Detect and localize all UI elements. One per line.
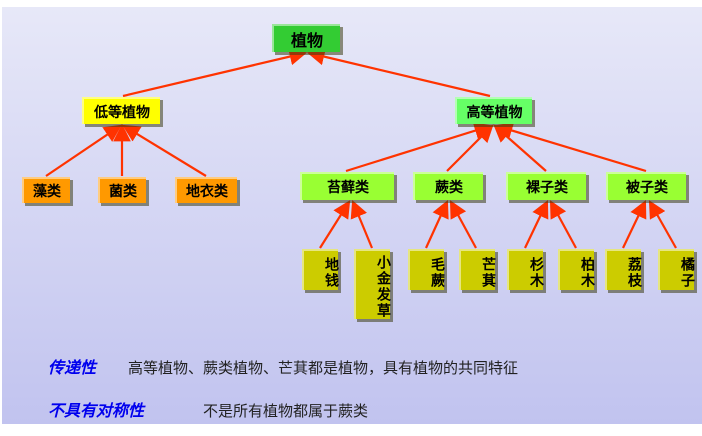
note-text: 高等植物、蕨类植物、芒萁都是植物，具有植物的共同特征 bbox=[128, 359, 519, 377]
arrow bbox=[345, 122, 493, 173]
note-text: 不是所有植物都属于蕨类 bbox=[203, 402, 369, 420]
arrow bbox=[350, 199, 374, 249]
arrow bbox=[319, 200, 351, 249]
node-plants: 植物 bbox=[272, 24, 340, 52]
leaf-dicranopteris: 芒萁 bbox=[459, 249, 496, 290]
node-higher-plants: 高等植物 bbox=[455, 97, 532, 124]
arrow bbox=[122, 47, 308, 98]
leaf-cypress: 柏木 bbox=[558, 249, 595, 290]
leaf-liverwort: 地钱 bbox=[302, 249, 339, 290]
leaf-fern: 毛蕨 bbox=[408, 249, 445, 290]
note-transitivity: 传递性 高等植物、蕨类植物、芒萁都是植物，具有植物的共同特征 bbox=[48, 354, 518, 378]
arrow bbox=[449, 200, 477, 249]
node-bryophytes: 苔藓类 bbox=[300, 172, 394, 200]
note-key: 传递性 bbox=[48, 358, 97, 377]
note-key: 不具有对称性 bbox=[48, 401, 145, 420]
node-angiosperms: 被子类 bbox=[606, 172, 686, 200]
arrow bbox=[622, 200, 647, 249]
leaf-lychee: 荔枝 bbox=[605, 249, 642, 290]
arrow bbox=[648, 200, 677, 249]
node-lower-plants: 低等植物 bbox=[82, 97, 160, 124]
node-lichens: 地衣类 bbox=[175, 177, 237, 203]
arrow bbox=[524, 200, 549, 249]
leaf-polytrichum: 小金发草 bbox=[354, 249, 391, 319]
node-gymnosperms: 裸子类 bbox=[506, 172, 586, 200]
arrow bbox=[45, 124, 122, 177]
arrow bbox=[446, 124, 494, 172]
arrow bbox=[122, 124, 207, 177]
node-fungi: 菌类 bbox=[98, 177, 146, 203]
leaf-fir: 杉木 bbox=[507, 249, 544, 290]
leaf-orange: 橘子 bbox=[658, 249, 695, 290]
node-algae: 藻类 bbox=[22, 177, 70, 203]
arrow bbox=[424, 199, 449, 249]
arrow bbox=[306, 47, 491, 98]
arrow bbox=[549, 200, 577, 249]
note-asymmetry: 不具有对称性 不是所有植物都属于蕨类 bbox=[48, 397, 368, 421]
node-ferns: 蕨类 bbox=[413, 172, 483, 200]
arrow bbox=[494, 122, 647, 173]
